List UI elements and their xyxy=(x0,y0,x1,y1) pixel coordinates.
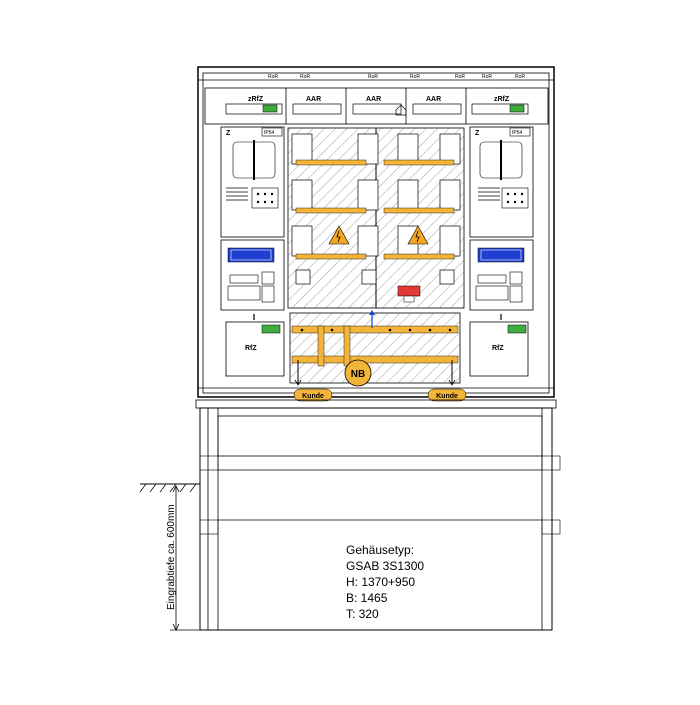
ip54-label-right: IP54 xyxy=(512,130,523,136)
aar-label-1: AAR xyxy=(306,96,321,103)
kunde-label-right: Kunde xyxy=(436,393,458,400)
spec-heading: Gehäusetyp: xyxy=(346,543,415,557)
ror-mark: RoR xyxy=(482,74,492,80)
aar-label-2: AAR xyxy=(366,96,381,103)
warning-icon xyxy=(407,225,429,245)
left-meter-column: Z IP54 RfZ xyxy=(220,126,285,377)
zrfz-label-right: zRfZ xyxy=(494,96,510,103)
warning-icon xyxy=(328,225,350,245)
ror-mark: RoR xyxy=(455,74,465,80)
ror-mark: RoR xyxy=(515,74,525,80)
kunde-tags: Kunde Kunde xyxy=(293,388,467,402)
cabinet-base xyxy=(195,399,561,631)
nb-label: NB xyxy=(351,369,365,380)
central-distribution-panel xyxy=(287,127,465,309)
right-meter-column: Z IP54 RfZ xyxy=(469,126,534,377)
top-label-strip: zRfZ AAR AAR AAR zRfZ xyxy=(204,87,549,125)
rfz-label-right: RfZ xyxy=(492,345,504,352)
main-busbar-section: NB xyxy=(289,310,461,387)
spec-width: B: 1465 xyxy=(346,591,388,605)
zrfz-label-left: zRfZ xyxy=(248,96,264,103)
nb-marker xyxy=(344,359,372,387)
ror-marks: RoR RoR RoR RoR RoR RoR RoR xyxy=(268,74,525,80)
ror-mark: RoR xyxy=(268,74,278,80)
ip54-label-left: IP54 xyxy=(264,130,275,136)
ground-line xyxy=(139,483,200,493)
kunde-label-left: Kunde xyxy=(302,393,324,400)
house-icon xyxy=(395,104,407,116)
ror-mark: RoR xyxy=(300,74,310,80)
spec-depth: T: 320 xyxy=(346,607,379,621)
ror-mark: RoR xyxy=(410,74,420,80)
rfz-label-left: RfZ xyxy=(245,345,257,352)
spec-model: GSAB 3S1300 xyxy=(346,559,425,573)
z-label-left: Z xyxy=(226,130,231,137)
aar-label-3: AAR xyxy=(426,96,441,103)
ror-mark: RoR xyxy=(368,74,378,80)
depth-annotation: Eingrabtiefe ca. 600mm xyxy=(166,504,177,610)
dimension-line xyxy=(170,485,200,631)
z-label-right: Z xyxy=(475,130,480,137)
spec-height: H: 1370+950 xyxy=(346,575,416,589)
